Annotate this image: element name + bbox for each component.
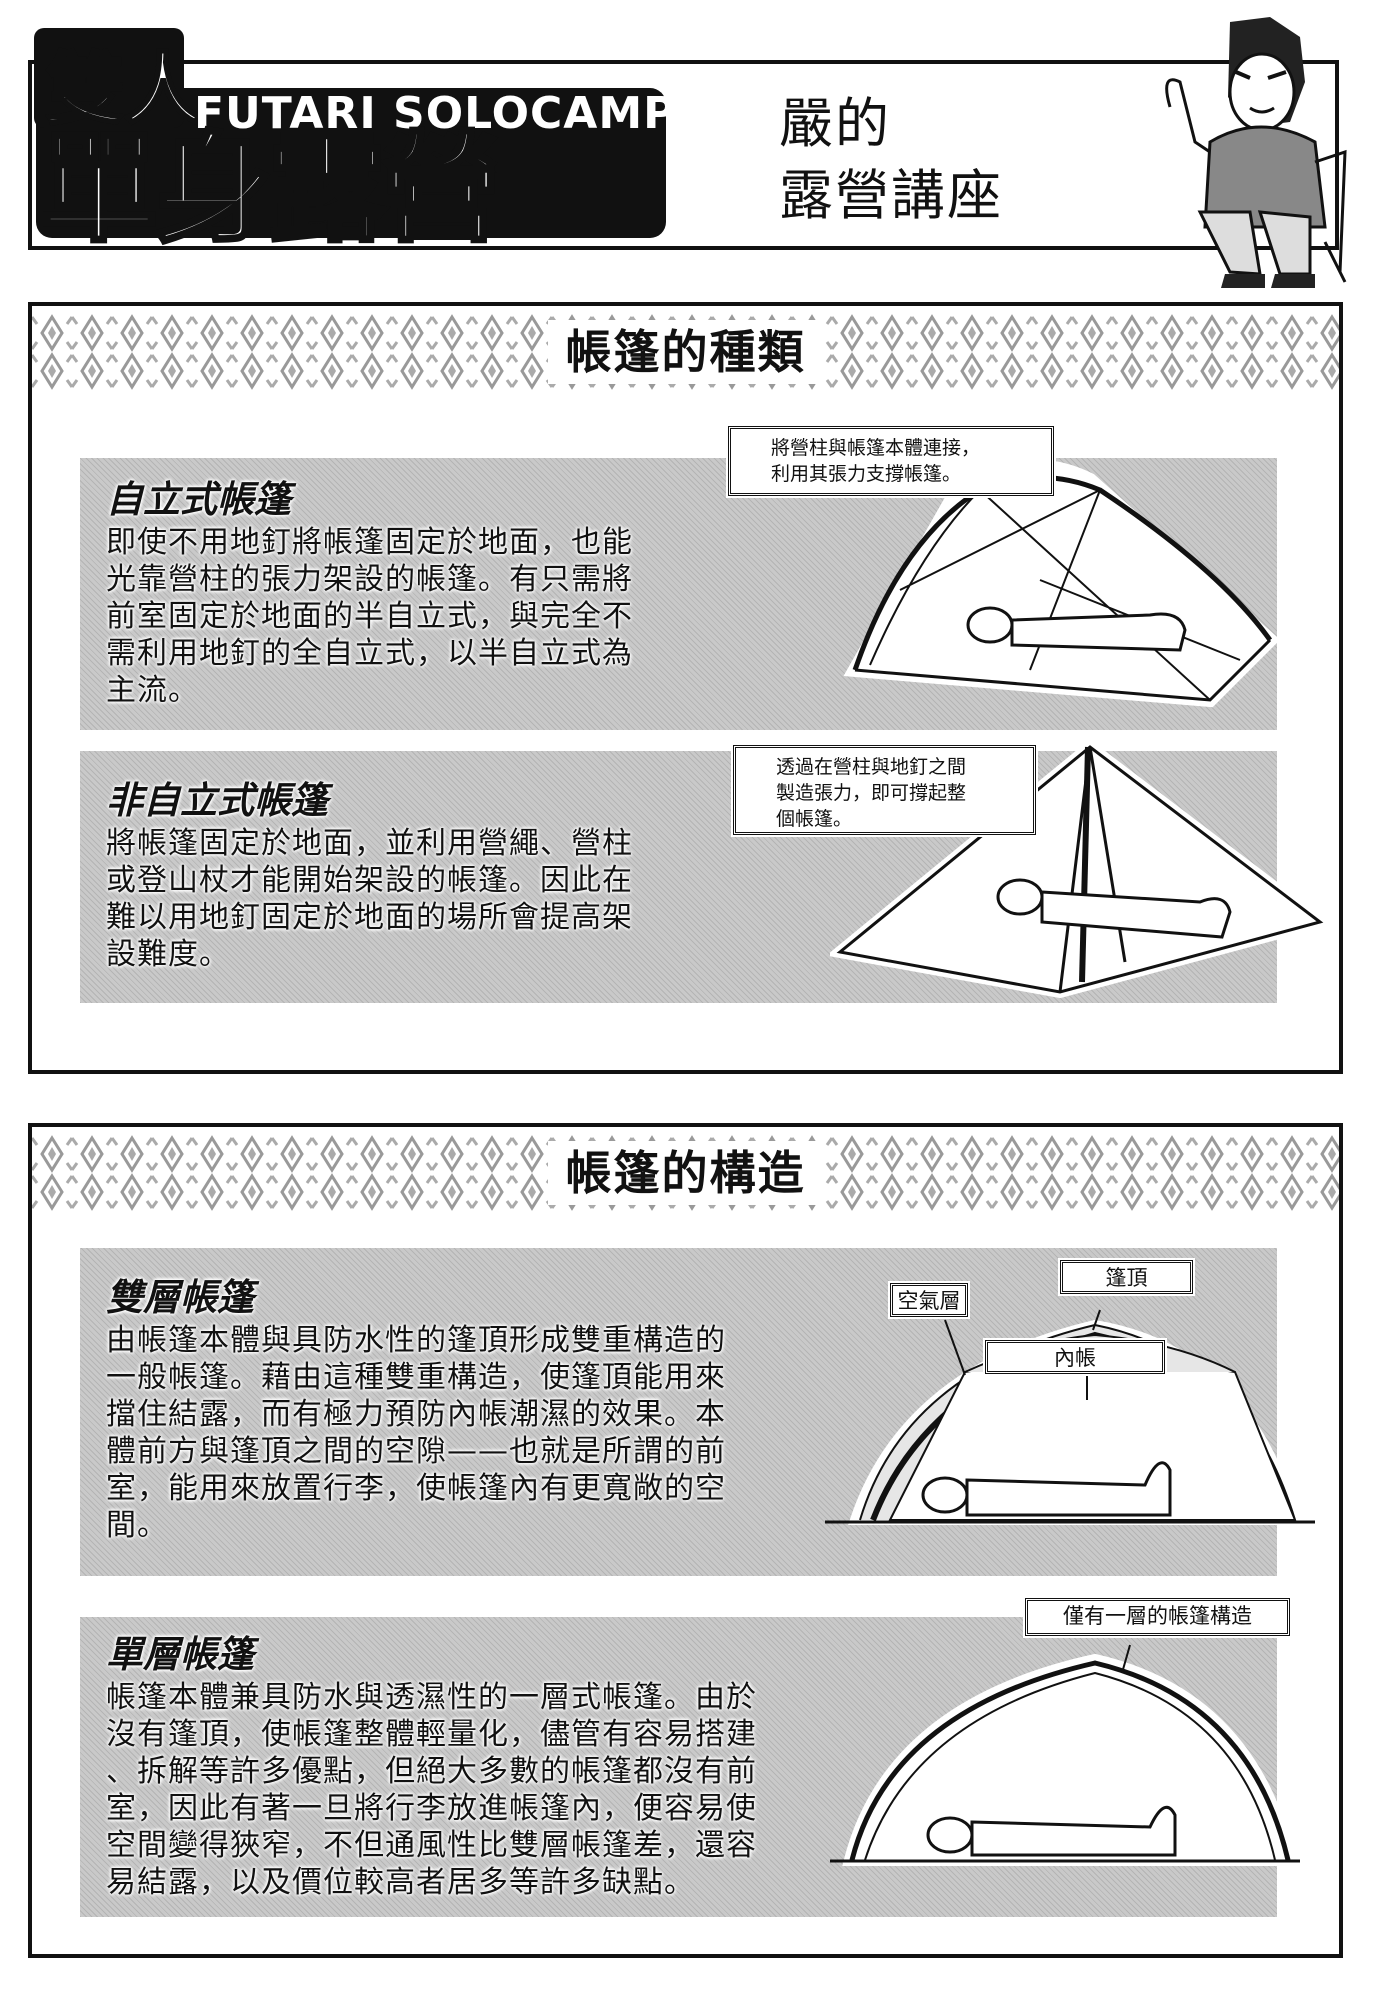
text-line: 設難度。 [106,937,230,972]
svg-text:雙人: 雙人 [46,45,202,135]
instructor-character-illustration [1165,17,1347,288]
air-layer-label: 空氣層 [890,1283,968,1317]
text-line: 空間變得狹窄，不但通風性比雙層帳篷差，還容 [106,1828,757,1863]
text-line: 擋住結露，而有極力預防內帳潮濕的效果。本 [106,1397,726,1432]
text-line: 或登山杖才能開始架設的帳篷。因此在 [106,863,633,898]
series-logo: 雙人 FUTARI SOLOCAMP 單身露營 [34,28,666,246]
text-line: 前室固定於地面的半自立式，與完全不 [106,599,633,634]
svg-text:單身露營: 單身露營 [40,120,496,246]
text-line: 帳篷本體兼具防水與透濕性的一層式帳篷。由於 [106,1680,757,1715]
text-line: 主流。 [106,673,199,708]
svg-text:FUTARI SOLOCAMP: FUTARI SOLOCAMP [194,88,666,139]
text-line: 體前方與篷頂之間的空隙——也就是所謂的前 [106,1434,726,1469]
text-line: 將帳篷固定於地面，並利用營繩、營柱 [106,826,633,861]
text-line: 光靠營柱的張力架設的帳篷。有只需將 [106,562,633,597]
inner-tent-label: 內帳 [985,1340,1165,1374]
lecture-title-line2: 露營講座 [779,164,1003,227]
text-line: 難以用地釘固定於地面的場所會提高架 [106,900,633,935]
double-wall-heading: 雙層帳篷 [106,1276,254,1319]
freestanding-description: 即使不用地釘將帳篷固定於地面，也能 光靠營柱的張力架設的帳篷。有只需將 前室固定… [106,524,633,709]
freestanding-tent-illustration [843,460,1280,708]
text-line: 一般帳篷。藉由這種雙重構造，使篷頂能用來 [106,1360,726,1395]
single-wall-description: 帳篷本體兼具防水與透濕性的一層式帳篷。由於 沒有篷頂，使帳篷整體輕量化，儘管有容… [106,1679,757,1901]
text-line: 易結露，以及價位較高者居多等許多缺點。 [106,1865,695,1900]
flysheet-label: 篷頂 [1060,1260,1193,1294]
text-line: 、拆解等許多優點，但絕大多數的帳篷都沒有前 [106,1754,757,1789]
callout-line: 利用其張力支撐帳篷。 [771,463,962,485]
non-freestanding-heading: 非自立式帳篷 [106,779,328,822]
callout-line: 製造張力，即可撐起整 [776,782,967,804]
lecture-title-line1: 嚴的 [779,92,891,155]
single-wall-heading: 單層帳篷 [106,1633,254,1676]
section-title: 帳篷的種類 [547,320,824,384]
lecture-title: 嚴的 露營講座 [779,88,1003,232]
text-line: 需利用地釘的全自立式，以半自立式為 [106,636,633,671]
freestanding-heading: 自立式帳篷 [106,478,291,521]
non-freestanding-description: 將帳篷固定於地面，並利用營繩、營柱 或登山杖才能開始架設的帳篷。因此在 難以用地… [106,825,633,973]
single-layer-label: 僅有一層的帳篷構造 [1025,1598,1290,1636]
double-wall-tent-diagram [825,1309,1315,1525]
text-line: 由帳篷本體與具防水性的篷頂形成雙重構造的 [106,1323,726,1358]
text-line: 沒有篷頂，使帳篷整體輕量化，儘管有容易搭建 [106,1717,757,1752]
text-line: 室，因此有著一旦將行李放進帳篷內，便容易使 [106,1791,757,1826]
text-line: 即使不用地釘將帳篷固定於地面，也能 [106,525,633,560]
text-line: 間。 [106,1508,168,1543]
double-wall-description: 由帳篷本體與具防水性的篷頂形成雙重構造的 一般帳篷。藉由這種雙重構造，使篷頂能用… [106,1322,726,1544]
non-freestanding-tent-illustration [830,742,1330,999]
section-title: 帳篷的構造 [547,1141,824,1205]
callout-line: 透過在營柱與地釘之間 [776,756,967,778]
freestanding-callout: 將營柱與帳篷本體連接， 利用其張力支撐帳篷。 [728,426,1054,496]
single-wall-tent-diagram [830,1644,1300,1866]
callout-line: 將營柱與帳篷本體連接， [771,437,981,459]
double-wall-tent-box [80,1248,1277,1576]
callout-line: 個帳篷。 [776,808,853,830]
non-freestanding-callout: 透過在營柱與地釘之間 製造張力，即可撐起整 個帳篷。 [733,745,1036,835]
text-line: 室，能用來放置行李，使帳篷內有更寬敞的空 [106,1471,726,1506]
